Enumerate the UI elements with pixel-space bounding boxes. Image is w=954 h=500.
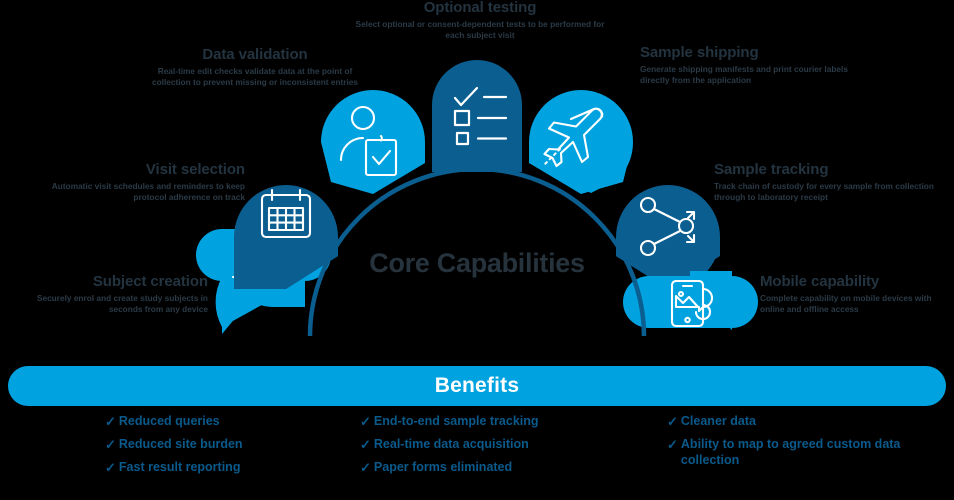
label-title: Visit selection xyxy=(145,161,245,178)
benefit-text: Cleaner data xyxy=(680,414,756,428)
checklist-icon xyxy=(453,86,508,146)
check-icon: ✓ xyxy=(360,460,371,476)
benefit-text: End-to-end sample tracking xyxy=(373,414,539,428)
label-desc: Real-time edit checks validate data at t… xyxy=(151,65,359,87)
benefit-item: ✓ Paper forms eliminated xyxy=(360,460,660,476)
benefit-text: Reduced site burden xyxy=(118,437,243,452)
benefit-item: ✓ Cleaner data xyxy=(667,414,937,430)
label-desc: Complete capability on mobile devices wi… xyxy=(760,292,932,314)
share-nodes-icon xyxy=(639,196,696,257)
benefits-bar: Benefits xyxy=(8,366,946,406)
benefit-item: ✓ Ability to map to agreed custom data c… xyxy=(667,437,937,468)
benefit-text: Ability to map to agreed custom data col… xyxy=(680,437,901,467)
core-arc xyxy=(307,166,647,337)
benefits-column-3: ✓ Cleaner data ✓ Ability to map to agree… xyxy=(667,414,937,475)
label-desc: Select optional or consent-dependent tes… xyxy=(355,18,605,40)
petal-mobile-capability[interactable] xyxy=(623,271,758,330)
benefit-item: ✓ Reduced site burden xyxy=(105,437,365,453)
petal-sample-tracking[interactable] xyxy=(616,185,720,289)
label-desc: Generate shipping manifests and print co… xyxy=(640,63,848,85)
check-icon: ✓ xyxy=(667,414,678,429)
benefit-item: ✓ Reduced queries xyxy=(105,414,365,430)
benefits-column-1: ✓ Reduced queries ✓ Reduced site burden … xyxy=(105,414,365,483)
check-icon: ✓ xyxy=(360,414,371,429)
label-desc: Securely enrol and create study subjects… xyxy=(36,292,208,314)
label-title: Sample shipping xyxy=(640,44,759,61)
label-subject-creation: Subject creation Securely enrol and crea… xyxy=(8,274,208,315)
petal-visit-selection[interactable] xyxy=(234,185,338,289)
check-icon: ✓ xyxy=(667,437,678,453)
benefit-text: Reduced queries xyxy=(118,414,220,428)
label-desc: Automatic visit schedules and reminders … xyxy=(51,180,245,202)
benefit-item: ✓ End-to-end sample tracking xyxy=(360,414,660,430)
label-mobile-capability: Mobile capability Complete capability on… xyxy=(760,274,945,315)
benefit-text: Paper forms eliminated xyxy=(373,460,513,475)
label-desc: Track chain of custody for every sample … xyxy=(714,180,934,202)
check-icon: ✓ xyxy=(105,460,116,476)
core-capabilities-title: Core Capabilities xyxy=(369,248,585,278)
benefits-header: Benefits xyxy=(434,374,520,397)
label-title: Sample tracking xyxy=(714,161,829,178)
label-title: Subject creation xyxy=(92,273,208,290)
benefit-text: Fast result reporting xyxy=(118,460,241,475)
calendar-icon xyxy=(260,188,312,239)
label-title: Mobile capability xyxy=(760,273,880,290)
check-icon: ✓ xyxy=(105,414,116,429)
benefit-item: ✓ Real-time data acquisition xyxy=(360,437,660,453)
person-badge-icon xyxy=(339,105,398,177)
petal-sample-shipping[interactable] xyxy=(529,90,634,194)
petal-data-validation[interactable] xyxy=(321,90,425,194)
label-data-validation: Data validation Real-time edit checks va… xyxy=(140,47,370,88)
label-title: Data validation xyxy=(202,46,308,63)
label-visit-selection: Visit selection Automatic visit schedule… xyxy=(35,162,245,203)
label-sample-tracking: Sample tracking Track chain of custody f… xyxy=(714,162,939,203)
airplane-icon xyxy=(542,107,604,168)
check-icon: ✓ xyxy=(360,437,371,453)
benefit-text: Real-time data acquisition xyxy=(373,437,529,452)
label-optional-testing: Optional testing Select optional or cons… xyxy=(345,0,615,41)
benefit-item: ✓ Fast result reporting xyxy=(105,460,365,476)
mobile-phone-icon xyxy=(670,279,714,328)
check-icon: ✓ xyxy=(105,437,116,453)
core-capabilities-wheel xyxy=(196,60,758,337)
benefits-column-2: ✓ End-to-end sample tracking ✓ Real-time… xyxy=(360,414,660,483)
benefits-columns: ✓ Reduced queries ✓ Reduced site burden … xyxy=(8,414,946,494)
label-sample-shipping: Sample shipping Generate shipping manife… xyxy=(640,45,870,86)
label-title: Optional testing xyxy=(423,0,537,16)
petal-optional-testing[interactable] xyxy=(432,60,522,172)
